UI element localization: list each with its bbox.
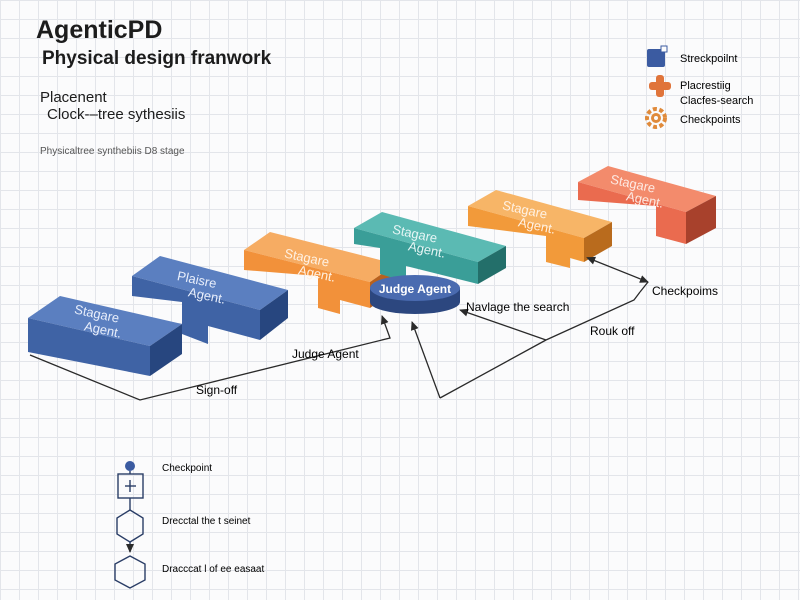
stage-block-5: Stagare Agent.	[468, 190, 612, 268]
stage-block-2: Plaisre Agent.	[132, 256, 288, 344]
rollback-label: Rouk off	[590, 324, 635, 338]
rollback-arrow	[459, 308, 547, 341]
rollback-line	[545, 291, 641, 341]
feedback-arrow-1	[411, 321, 441, 399]
signoff-arrow	[29, 315, 391, 401]
bottom-legend-item-3: Dracccаt l of еe easaat	[162, 564, 264, 575]
gear-icon	[645, 107, 667, 129]
flow-arrows	[29, 256, 649, 401]
legend: Streckpoilnt Placrestiig Clacfes-search …	[645, 45, 753, 129]
legend-label-2b: Clacfes-search	[680, 95, 753, 107]
hexagon-icon-1	[116, 509, 144, 543]
judge-agent-flow-label: Judge Agent	[292, 347, 359, 361]
hexagon-icon-2	[114, 555, 146, 589]
stage-block-4: Stagare Agent.	[354, 212, 506, 284]
legend-label-3: Checkpoints	[680, 114, 741, 126]
judge-agent-node: Judge Agent	[370, 275, 460, 314]
checkpoints-arrow	[586, 256, 649, 283]
stage-label-cts: Clock-–tree sythesiis	[47, 106, 186, 123]
stage-block-1: Stagare Agent.	[28, 296, 182, 376]
signoff-label: Sign-off	[196, 383, 238, 397]
stage-caption: Physicaltree synthebiis D8 stage	[40, 146, 185, 157]
legend-label-1: Streckpoilnt	[680, 53, 737, 65]
legend-label-2a: Placrestiig	[680, 80, 731, 92]
judge-agent-label: Judge Agent	[379, 282, 451, 296]
square-icon	[647, 45, 668, 67]
navigate-label: Navlage the search	[466, 300, 569, 314]
bottom-legend-item-2: Drecctal the t seinet	[162, 516, 251, 527]
bottom-legend	[114, 461, 146, 589]
bottom-legend-checkpoint: Checkpoint	[162, 463, 212, 474]
feedback-line	[439, 339, 547, 399]
page-subtitle: Physical design franwork	[42, 48, 272, 69]
stage-label-placement: Placenent	[40, 89, 107, 106]
stage-block-6: Stagare Agent.	[578, 166, 716, 244]
checkpoints-label: Checkpoims	[652, 284, 718, 298]
plus-cross-icon	[649, 75, 671, 97]
checkpoint-dot-icon	[125, 461, 135, 471]
checkpoints-joint	[639, 281, 649, 293]
page-title: AgenticPD	[36, 16, 163, 44]
